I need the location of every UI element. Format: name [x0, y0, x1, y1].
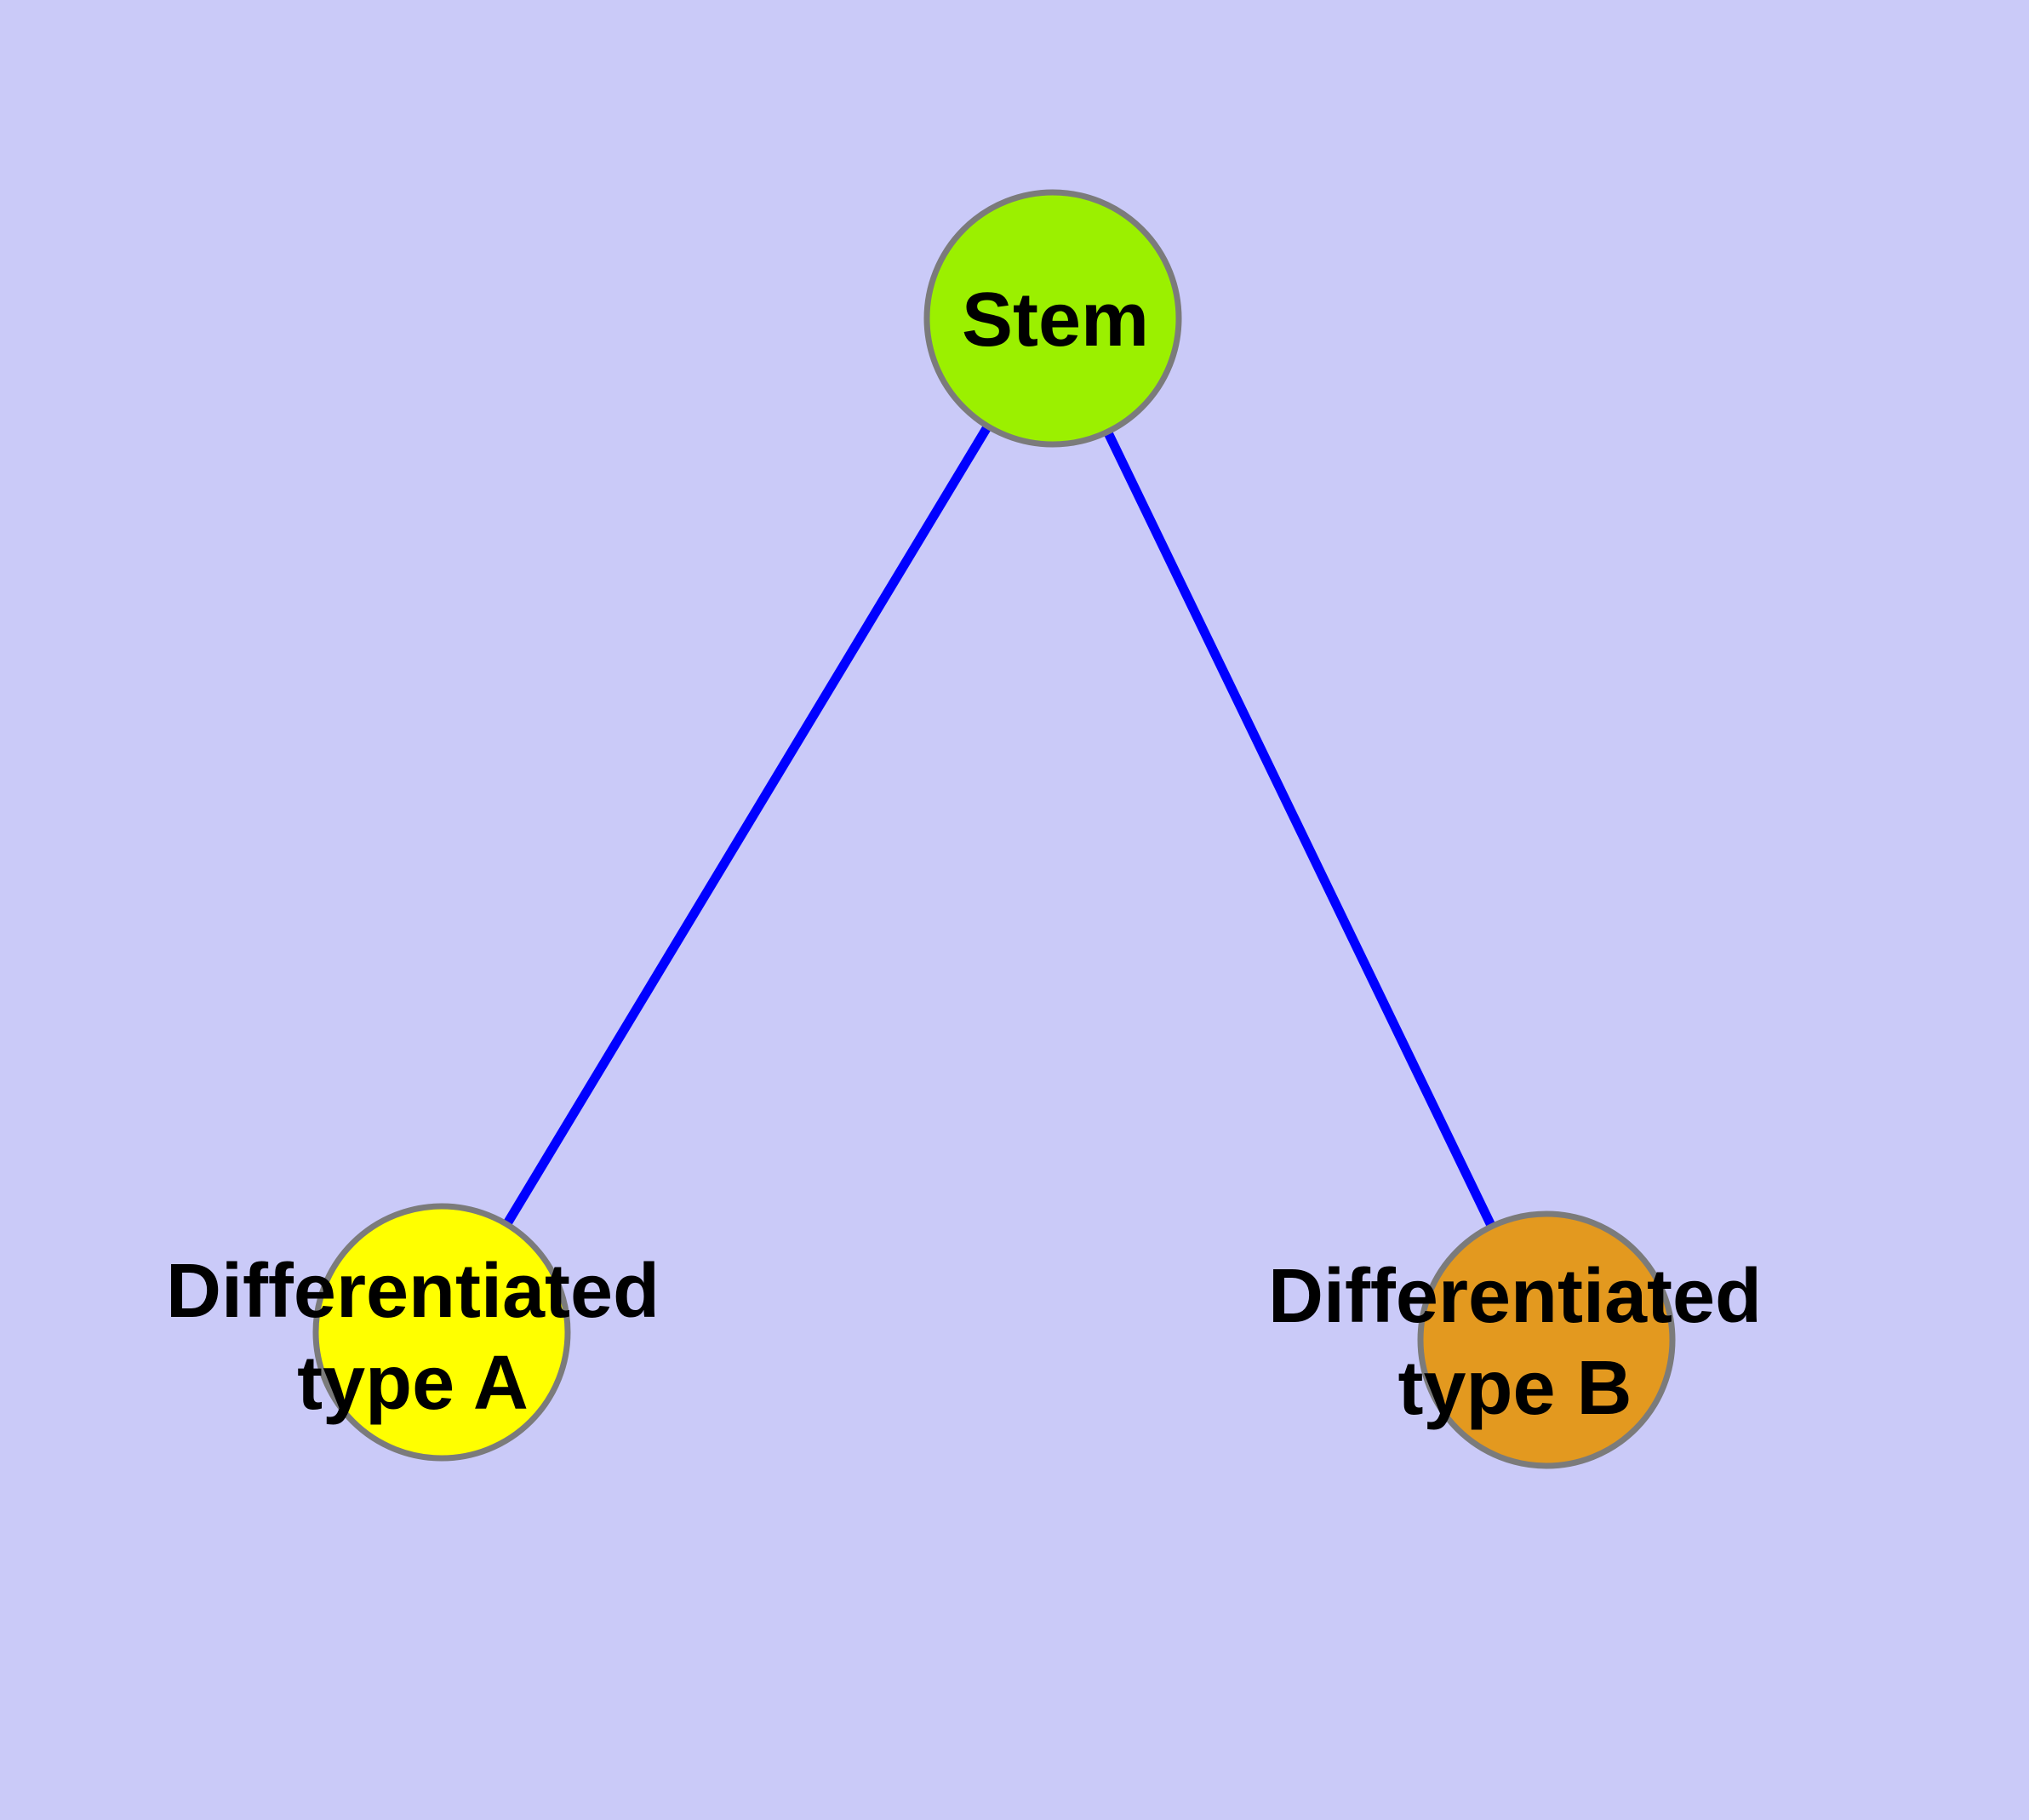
node-type-a-label-line2: type A	[297, 1341, 529, 1426]
node-type-a-label-line1: Differentiated	[166, 1249, 660, 1334]
node-stem-label: Stem	[962, 278, 1149, 363]
edge-stem-to-type-a	[437, 316, 1057, 1335]
node-differentiated-type-a	[312, 1203, 571, 1462]
edge-stem-to-type-b	[1049, 316, 1551, 1342]
node-type-b-label-line2: type B	[1397, 1346, 1632, 1431]
node-stem	[923, 189, 1182, 448]
node-type-b-label-line1: Differentiated	[1268, 1254, 1762, 1339]
node-differentiated-type-b	[1417, 1210, 1676, 1469]
